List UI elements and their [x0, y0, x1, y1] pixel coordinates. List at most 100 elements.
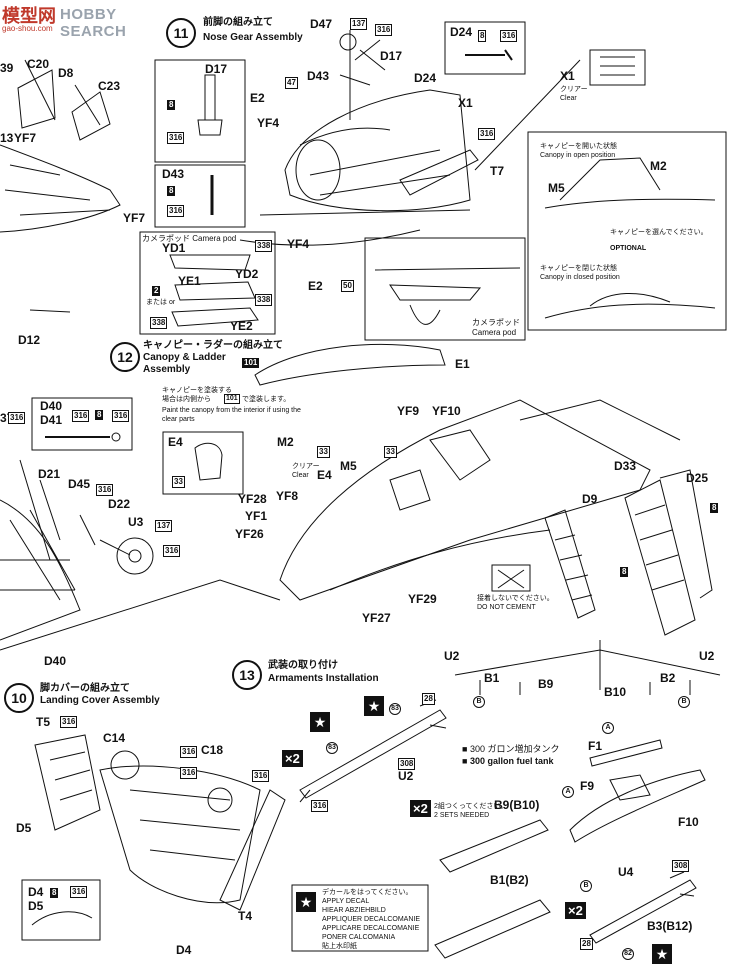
- paint-code: 316: [70, 886, 88, 898]
- pylon-b9: [439, 819, 549, 873]
- part-label: D40: [44, 654, 67, 668]
- fuel-tank-en-text: 300 gallon fuel tank: [469, 756, 554, 766]
- box-camera-pod: [139, 231, 276, 335]
- canopy-closed-jp: キャノピーを閉じた状態: [540, 265, 617, 272]
- step-10-title-jp: 脚カバーの組み立て: [40, 683, 130, 694]
- canopy-note-jp3: で塗装します。: [242, 396, 291, 403]
- cut-label: 13: [0, 131, 14, 145]
- clear-jp: クリアー: [292, 463, 320, 470]
- star-decal-icon: ★: [652, 944, 672, 964]
- part-label: YF4: [257, 116, 280, 130]
- step-13-title-jp: 武装の取り付け: [268, 660, 338, 671]
- part-label: YF29: [408, 592, 437, 606]
- paint-code: 8: [478, 30, 487, 42]
- paint-code: 137: [350, 18, 368, 30]
- cover-t4: [219, 789, 286, 911]
- aircraft-planform: [454, 640, 721, 695]
- part-label: X1: [560, 69, 575, 83]
- ladder-d25: [659, 469, 713, 599]
- watermark-domain: gao-shou.com: [2, 24, 53, 33]
- decal-line: APPLICARE DECALCOMANIE: [322, 925, 420, 932]
- decal-line: APPLY DECAL: [322, 898, 370, 905]
- canopy-open-en: Canopy in open position: [540, 152, 616, 159]
- part-label: D21: [38, 467, 61, 481]
- paint-code: 308: [398, 758, 416, 770]
- pylon-f1: [589, 739, 663, 767]
- part-label: F10: [678, 815, 699, 829]
- part-label: YF28: [238, 492, 267, 506]
- step-12-title-en1: Canopy & Ladder: [143, 352, 226, 363]
- canopy-closed-art: [544, 293, 716, 319]
- nose-fuselage-detail: [239, 127, 471, 246]
- canopy-note-en: Paint the canopy from the interior if us…: [162, 407, 301, 423]
- location-letter: B: [473, 696, 485, 708]
- part-label: M2: [650, 159, 667, 173]
- part-label: YE2: [230, 319, 253, 333]
- box-e4-label: E4: [168, 435, 183, 449]
- pylon-b1: [434, 899, 551, 959]
- decal-line: HIEAR ABZIEHBILD: [322, 907, 386, 914]
- part-label: YF7: [14, 131, 37, 145]
- canopy-note-jp2: 場合は内側から: [162, 396, 211, 403]
- decal-line: デカールをはってください。: [322, 889, 413, 896]
- part-label: D43: [307, 69, 330, 83]
- paint-code: 33: [172, 476, 185, 488]
- main-gear-bay: [0, 499, 81, 641]
- part-label: T4: [238, 909, 253, 923]
- paint-code: 8: [167, 100, 176, 110]
- paint-code: 316: [252, 770, 270, 782]
- canopy-note-jp1: キャノピーを塗装する: [162, 387, 232, 394]
- paint-code: 316: [163, 545, 181, 557]
- paint-code: 8: [710, 503, 719, 513]
- fuel-tank-jp-text: 300 ガロン増加タンク: [469, 744, 560, 754]
- paint-code: 8: [167, 186, 176, 196]
- decal-line: 貼上水印紙: [322, 943, 357, 950]
- clear-en: Clear: [560, 95, 577, 102]
- nose-gear-strut: [339, 30, 386, 120]
- part-label: YF10: [432, 404, 461, 418]
- camera-pod-view-art: [374, 267, 521, 325]
- part-label: D8: [58, 66, 74, 80]
- part-label: F9: [580, 779, 595, 793]
- paint-code: 338: [255, 294, 273, 306]
- watermark-name: HOBBY SEARCH: [60, 6, 127, 40]
- missile-u4: [589, 871, 697, 944]
- part-label: D9: [582, 492, 598, 506]
- box-d40-d41: [31, 397, 133, 451]
- part-label: M2: [277, 435, 294, 449]
- box-d17-label: D17: [205, 62, 228, 76]
- part-label: U2: [398, 769, 414, 783]
- d12-line: [29, 309, 71, 313]
- paint-code: 137: [155, 520, 173, 532]
- step-12-number: 12: [110, 342, 140, 372]
- part-label: YF9: [397, 404, 420, 418]
- part-label: D4: [28, 885, 44, 899]
- part-label: D17: [380, 49, 403, 63]
- part-label: D47: [310, 17, 333, 31]
- paint-code: 308: [672, 860, 690, 872]
- part-label: D22: [108, 497, 131, 511]
- location-letter: A: [602, 722, 614, 734]
- fuselage-left-top-detail: [4, 59, 111, 216]
- multiplier-badge: ×2: [410, 800, 431, 817]
- paint-code: 316: [112, 410, 130, 422]
- fuselage-left-top: [0, 144, 121, 233]
- paint-code: 316: [180, 746, 198, 758]
- star-decal-icon: ★: [296, 892, 316, 912]
- decal-line: PONER CALCOMANIA: [322, 934, 396, 941]
- canopy-note-number: 101: [224, 394, 240, 404]
- part-label: D5: [16, 821, 32, 835]
- paint-code: 2: [152, 286, 161, 296]
- part-label: YE1: [178, 274, 201, 288]
- step-13-number: 13: [232, 660, 262, 690]
- part-label: E2: [308, 279, 323, 293]
- part-label: YF8: [276, 489, 299, 503]
- d41-eye: [111, 432, 121, 442]
- paint-circle: 83: [326, 742, 338, 754]
- cockpit-detail: [329, 399, 681, 591]
- part-label: C20: [27, 57, 50, 71]
- wheel-c18: [207, 787, 233, 813]
- cut-label: 39: [0, 61, 14, 75]
- clear-en: Clear: [292, 472, 309, 479]
